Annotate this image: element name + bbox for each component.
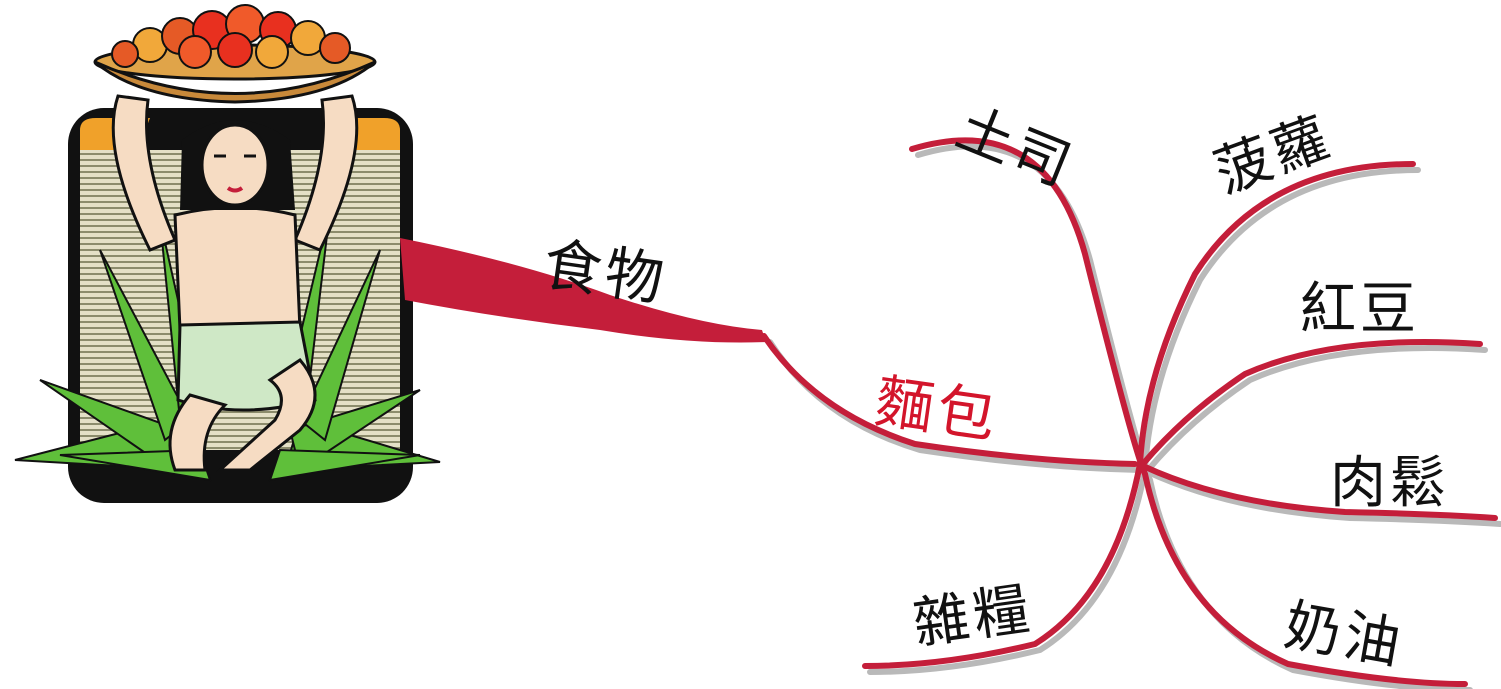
leaf-label-red-bean: 紅豆 <box>1300 277 1420 342</box>
sub-branch-label: 麵包 <box>871 367 1004 452</box>
sub-branch-line <box>761 333 1138 467</box>
main-branch <box>400 238 766 343</box>
leaf-label-meat-floss: 肉鬆 <box>1330 451 1450 516</box>
leaf-line-pineapple-multigrain <box>862 161 1416 669</box>
woman-carrying-fruit-basket-icon <box>14 4 441 503</box>
leaf-line-toast-butter <box>909 137 1468 687</box>
leaf-line-red-bean <box>1140 339 1483 467</box>
main-branch-label: 食物 <box>539 230 672 315</box>
leaf-line-meat-floss <box>1140 463 1498 521</box>
branch-lines <box>761 137 1498 687</box>
leaf-label-multigrain: 雜糧 <box>909 576 1038 658</box>
